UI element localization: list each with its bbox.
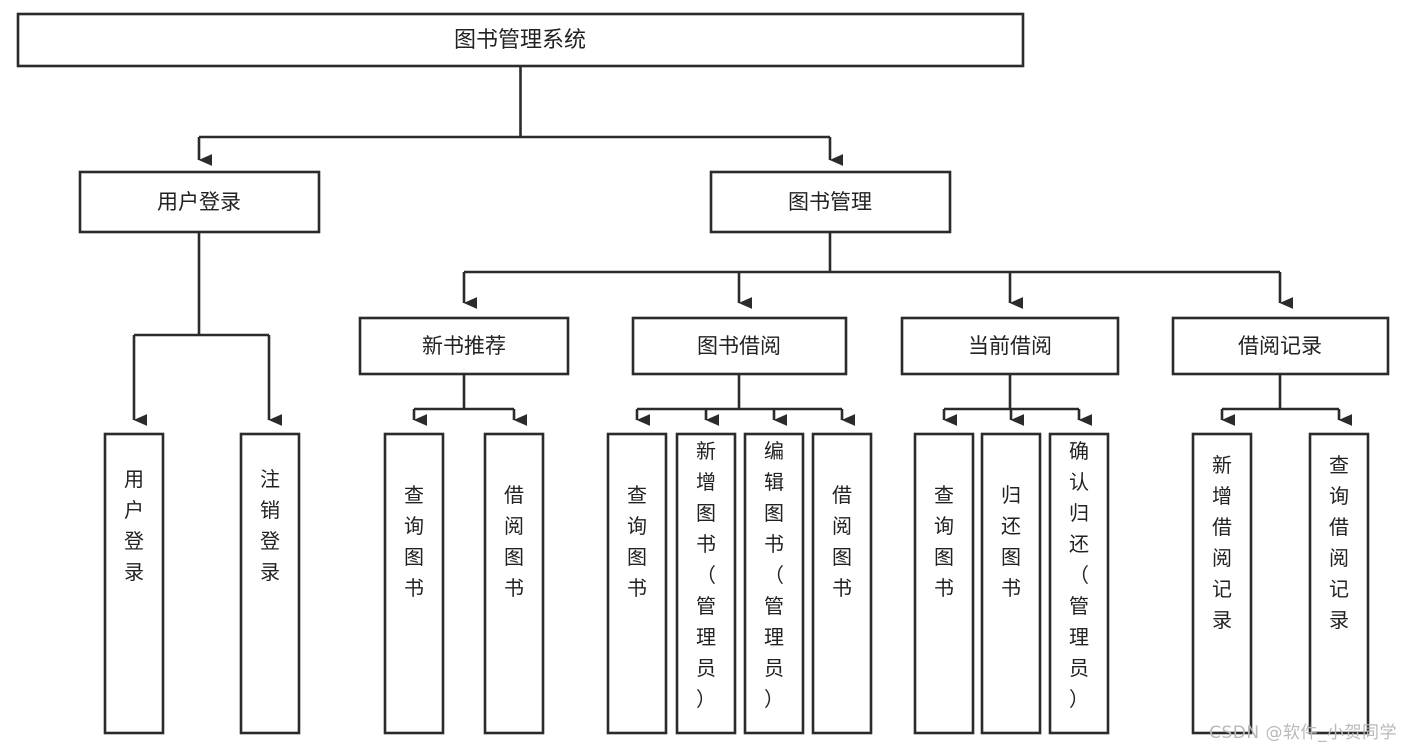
node-book-borrow-label: 图书借阅 (697, 334, 781, 358)
node-leaf-add-book-box[interactable] (675, 432, 737, 735)
node-leaf-confirm-return-box[interactable] (1048, 432, 1110, 735)
node-current-borrow[interactable]: 当前借阅 (900, 316, 1120, 376)
node-leaf-borrow-book-2[interactable]: 借阅图书 (811, 432, 873, 735)
node-book-management-label: 图书管理 (788, 190, 872, 214)
node-borrow-record-box[interactable] (1171, 316, 1390, 376)
node-current-borrow-label: 当前借阅 (968, 334, 1052, 358)
node-user-login-box[interactable] (78, 170, 321, 234)
node-borrow-record[interactable]: 借阅记录 (1171, 316, 1390, 376)
node-leaf-borrow-book-1[interactable]: 借阅图书 (483, 432, 545, 735)
node-leaf-query-book-1[interactable]: 查询图书 (383, 432, 445, 735)
node-leaf-add-book[interactable]: 新增图书（管理员） (675, 432, 737, 735)
node-root-label: 图书管理系统 (454, 28, 586, 53)
node-leaf-borrow-book-1-box[interactable] (483, 432, 545, 735)
node-leaf-user-login-label: 用户登录 (124, 467, 144, 584)
node-leaf-query-borrow-record[interactable]: 查询借阅记录 (1308, 432, 1370, 735)
node-leaf-query-book-2[interactable]: 查询图书 (606, 432, 668, 735)
node-book-management[interactable]: 图书管理 (709, 170, 952, 234)
node-leaf-query-borrow-record-label: 查询借阅记录 (1329, 453, 1349, 632)
node-root-box[interactable] (16, 12, 1025, 68)
csdn-watermark: CSDN @软件_小贺同学 (1209, 723, 1397, 743)
node-new-book-recommend-box[interactable] (358, 316, 570, 376)
node-leaf-borrow-book-2-label: 借阅图书 (832, 483, 852, 600)
node-leaf-edit-book[interactable]: 编辑图书（管理员） (743, 432, 805, 735)
node-leaf-add-borrow-record-box[interactable] (1191, 432, 1253, 735)
node-new-book-recommend[interactable]: 新书推荐 (358, 316, 570, 376)
node-borrow-record-label: 借阅记录 (1238, 334, 1322, 358)
node-leaf-logout-login[interactable]: 注销登录 (239, 432, 301, 735)
node-leaf-edit-book-label: 编辑图书（管理员） (764, 439, 784, 711)
node-root[interactable]: 图书管理系统 (16, 12, 1025, 68)
node-book-borrow[interactable]: 图书借阅 (631, 316, 848, 376)
node-leaf-return-book-label: 归还图书 (1001, 483, 1021, 600)
node-leaf-add-book-label: 新增图书（管理员） (696, 439, 716, 711)
node-leaf-query-book-3-box[interactable] (913, 432, 975, 735)
node-leaf-logout-login-label: 注销登录 (260, 467, 280, 584)
node-leaf-user-login[interactable]: 用户登录 (103, 432, 165, 735)
node-book-management-box[interactable] (709, 170, 952, 234)
node-book-borrow-box[interactable] (631, 316, 848, 376)
node-leaf-return-book[interactable]: 归还图书 (980, 432, 1042, 735)
node-leaf-borrow-book-2-box[interactable] (811, 432, 873, 735)
node-leaf-confirm-return-label: 确认归还（管理员） (1069, 439, 1089, 711)
node-leaf-borrow-book-1-label: 借阅图书 (504, 483, 524, 600)
node-leaf-user-login-box[interactable] (103, 432, 165, 735)
node-leaf-return-book-box[interactable] (980, 432, 1042, 735)
node-leaf-add-borrow-record[interactable]: 新增借阅记录 (1191, 432, 1253, 735)
node-new-book-recommend-label: 新书推荐 (422, 334, 506, 358)
node-leaf-query-book-3[interactable]: 查询图书 (913, 432, 975, 735)
node-user-login[interactable]: 用户登录 (78, 170, 321, 234)
node-leaf-confirm-return[interactable]: 确认归还（管理员） (1048, 432, 1110, 735)
node-leaf-query-book-1-box[interactable] (383, 432, 445, 735)
node-leaf-edit-book-box[interactable] (743, 432, 805, 735)
node-leaf-query-book-2-label: 查询图书 (627, 483, 647, 600)
node-user-login-label: 用户登录 (157, 190, 241, 214)
node-leaf-query-borrow-record-box[interactable] (1308, 432, 1370, 735)
node-leaf-query-book-1-label: 查询图书 (404, 483, 424, 600)
node-leaf-query-book-3-label: 查询图书 (934, 483, 954, 600)
connectors (132, 66, 1353, 426)
node-leaf-logout-login-box[interactable] (239, 432, 301, 735)
node-current-borrow-box[interactable] (900, 316, 1120, 376)
node-leaf-query-book-2-box[interactable] (606, 432, 668, 735)
node-leaf-add-borrow-record-label: 新增借阅记录 (1212, 453, 1232, 632)
